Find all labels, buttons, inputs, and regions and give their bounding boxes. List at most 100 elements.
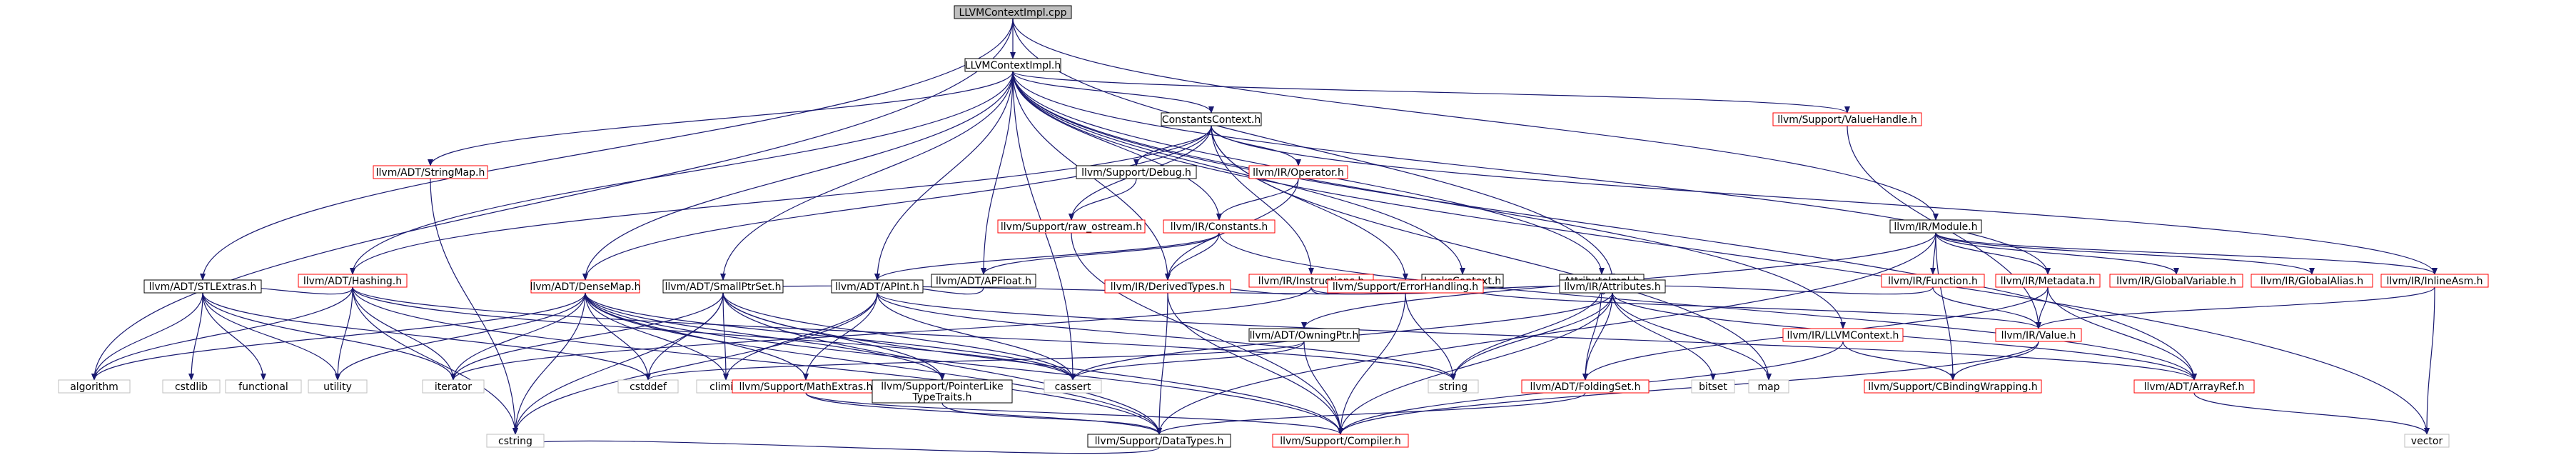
edge-apint-to-cassert [877, 292, 1076, 381]
edge-module_h-to-metadata_h [1935, 232, 2051, 275]
node-attributes_h-label: llvm/IR/Attributes.h [1564, 281, 1660, 293]
node-iterator-box [422, 379, 485, 394]
edge-smallptrset-to-compiler [722, 292, 1343, 435]
edge-inlineasm-to-value_h [2036, 286, 2435, 329]
node-cstddef-box [617, 379, 679, 394]
node-hashing-label: llvm/ADT/Hashing.h [303, 276, 402, 287]
node-densemap-box [530, 279, 640, 294]
edge-densemap-to-algorithm [91, 292, 586, 381]
node-utility-label: utility [323, 381, 352, 393]
edge-constants_ctx-to-operator_h [1211, 125, 1301, 166]
node-string: string [1428, 379, 1479, 394]
node-attributes_h[interactable]: llvm/IR/Attributes.h [1559, 279, 1666, 294]
edge-smallptrset-to-climits [722, 292, 729, 381]
node-smallptrset[interactable]: llvm/ADT/SmallPtrSet.h [662, 279, 784, 294]
node-constants_h[interactable]: llvm/IR/Constants.h [1163, 219, 1276, 234]
node-stlextras-box [143, 279, 262, 294]
node-hashing[interactable]: llvm/ADT/Hashing.h [298, 274, 408, 288]
edge-llvmcontext_h-to-cbinding [1842, 341, 1956, 381]
node-metadata_h-box [1995, 274, 2101, 288]
node-derivedtypes[interactable]: llvm/IR/DerivedTypes.h [1104, 279, 1231, 294]
node-functional: functional [225, 379, 302, 394]
node-root[interactable]: LLVMContextImpl.cpp [954, 5, 1072, 19]
node-stlextras[interactable]: llvm/ADT/STLExtras.h [143, 279, 262, 294]
node-owningptr[interactable]: llvm/ADT/OwningPtr.h [1248, 328, 1360, 342]
node-apint-box [831, 279, 924, 294]
node-vector: vector [2404, 434, 2450, 448]
node-arrayref[interactable]: llvm/ADT/ArrayRef.h [2133, 379, 2255, 394]
node-attributes_h-box [1559, 279, 1666, 294]
edge-module_h-to-globalvariable [1935, 232, 2179, 275]
node-operator_h[interactable]: llvm/IR/Operator.h [1248, 165, 1348, 179]
node-valuehandle[interactable]: llvm/Support/ValueHandle.h [1772, 112, 1922, 126]
node-metadata_h[interactable]: llvm/IR/Metadata.h [1995, 274, 2101, 288]
node-pointerlike-box [872, 379, 1013, 404]
edge-smallptrset-to-datatypes [722, 292, 1162, 435]
node-compiler-box [1272, 434, 1409, 448]
edge-constants_ctx-to-hashing [350, 125, 1212, 275]
node-raw_ostream-label: llvm/Support/raw_ostream.h [1001, 221, 1142, 233]
node-vector-box [2404, 434, 2450, 448]
node-functional-label: functional [238, 381, 288, 393]
edge-value_h-to-cbinding [1950, 341, 2039, 381]
node-string-label: string [1439, 381, 1468, 393]
node-cbinding-label: llvm/Support/CBindingWrapping.h [1868, 381, 2037, 393]
edge-apint-to-climits [723, 292, 878, 381]
node-stringmap-box [373, 165, 488, 179]
node-globalvariable[interactable]: llvm/IR/GlobalVariable.h [2109, 274, 2243, 288]
node-densemap[interactable]: llvm/ADT/DenseMap.h [530, 279, 641, 294]
node-mathextras-label: llvm/Support/MathExtras.h [739, 381, 872, 393]
edge-foldingset-to-datatypes [1156, 392, 1586, 435]
node-globalalias[interactable]: llvm/IR/GlobalAlias.h [2251, 274, 2373, 288]
node-cstddef: cstddef [617, 379, 679, 394]
node-module_h-label: llvm/IR/Module.h [1894, 221, 1977, 233]
node-stringmap[interactable]: llvm/ADT/StringMap.h [373, 165, 488, 179]
node-value_h[interactable]: llvm/IR/Value.h [1995, 328, 2082, 342]
edge-hashing-to-datatypes [352, 286, 1162, 435]
edge-densemap-to-pointerlike [585, 292, 945, 381]
node-datatypes-box [1087, 434, 1231, 448]
node-apfloat[interactable]: llvm/ADT/APFloat.h [931, 274, 1036, 288]
node-string-box [1428, 379, 1479, 394]
node-map: map [1748, 379, 1789, 394]
node-cassert-box [1044, 379, 1102, 394]
node-cbinding[interactable]: llvm/Support/CBindingWrapping.h [1864, 379, 2042, 394]
edge-stlextras-to-cstddef [202, 292, 651, 381]
edge-constants_ctx-to-instructions [1211, 125, 1314, 275]
node-support_debug[interactable]: llvm/Support/Debug.h [1076, 165, 1197, 179]
edge-value_h-to-compiler [1338, 341, 2039, 435]
edge-leakscontext-to-value_h [1462, 286, 2041, 329]
node-mathextras[interactable]: llvm/Support/MathExtras.h [732, 379, 880, 394]
node-arrayref-box [2133, 379, 2255, 394]
node-apint[interactable]: llvm/ADT/APInt.h [831, 279, 924, 294]
node-raw_ostream[interactable]: llvm/Support/raw_ostream.h [997, 219, 1146, 234]
node-errorhandling[interactable]: llvm/Support/ErrorHandling.h [1327, 279, 1484, 294]
edge-impl_h-to-constants_h [1012, 71, 1222, 221]
node-impl_h[interactable]: LLVMContextImpl.h [964, 58, 1061, 72]
node-globalvariable-box [2109, 274, 2243, 288]
node-foldingset[interactable]: llvm/ADT/FoldingSet.h [1521, 379, 1650, 394]
node-datatypes[interactable]: llvm/Support/DataTypes.h [1087, 434, 1231, 448]
node-valuehandle-box [1772, 112, 1922, 126]
node-compiler[interactable]: llvm/Support/Compiler.h [1272, 434, 1409, 448]
edge-attributes_h-to-bitset [1612, 292, 1716, 381]
edge-hashing-to-algorithm [91, 286, 353, 381]
edge-hashing-to-cstring [352, 286, 518, 435]
node-constants_ctx[interactable]: ConstantsContext.h [1161, 112, 1262, 126]
edge-densemap-to-climits [585, 292, 729, 381]
edge-attributes_h-to-map [1612, 292, 1772, 381]
edge-raw_ostream-to-compiler [1071, 232, 1343, 435]
node-cstdlib-label: cstdlib [175, 381, 208, 393]
edge-densemap-to-cassert [585, 292, 1076, 381]
node-function_h[interactable]: llvm/IR/Function.h [1881, 274, 1985, 288]
node-module_h[interactable]: llvm/IR/Module.h [1889, 219, 1982, 234]
node-globalalias-label: llvm/IR/GlobalAlias.h [2261, 276, 2363, 287]
node-errorhandling-label: llvm/Support/ErrorHandling.h [1333, 281, 1478, 293]
node-llvmcontext_h[interactable]: llvm/IR/LLVMContext.h [1782, 328, 1904, 342]
node-apint-label: llvm/ADT/APInt.h [835, 281, 919, 293]
edge-stlextras-to-cstdlib [188, 292, 203, 381]
node-cstddef-label: cstddef [630, 381, 667, 393]
node-inlineasm[interactable]: llvm/IR/InlineAsm.h [2380, 274, 2489, 288]
